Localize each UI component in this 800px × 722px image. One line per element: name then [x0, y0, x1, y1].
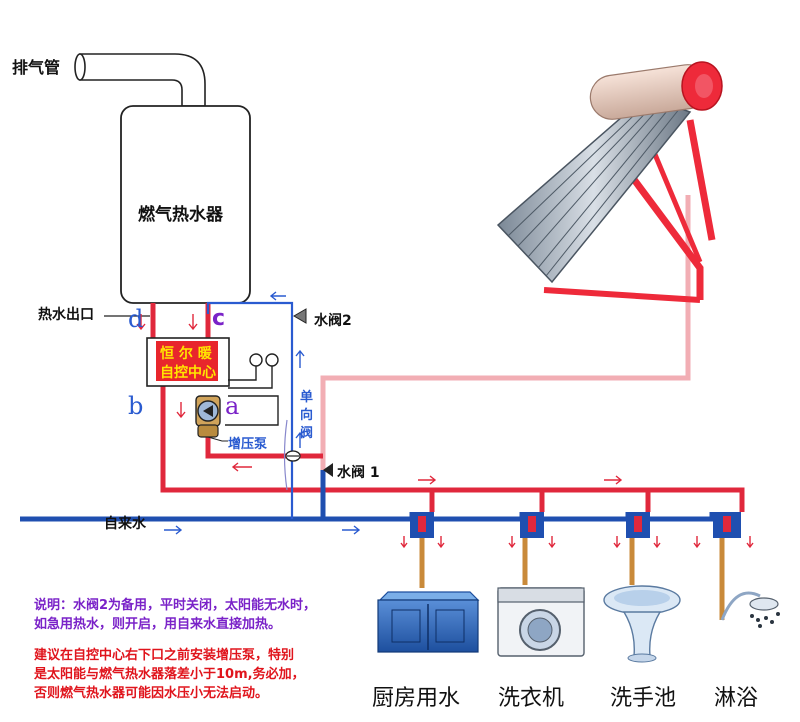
booster-pump [195, 395, 221, 438]
port-c-label: c [212, 306, 226, 331]
port-a-label: a [225, 392, 240, 420]
valve1-icon [323, 463, 333, 477]
booster-pump-label: 增压泵 [228, 437, 268, 452]
fixture-label-basin: 洗手池 [610, 686, 677, 711]
note-red-2: 是太阳能与燃气热水器落差小于10m,务必加， [34, 667, 305, 682]
wash-basin-image [603, 585, 681, 663]
exhaust-pipe [74, 53, 206, 107]
port-b-label: b [128, 392, 144, 420]
note-red-3: 否则燃气热水器可能因水压小无法启动。 [34, 686, 269, 701]
fixture-label-kitchen: 厨房用水 [372, 686, 461, 711]
exhaust-pipe-label: 排气管 [12, 58, 61, 77]
flow-arrows [136, 291, 754, 549]
valve2-bypass-pipe [206, 301, 294, 519]
note-red-1: 建议在自控中心右下口之前安装增压泵，特别 [34, 648, 295, 663]
one-way-valve-label-2: 向 [300, 408, 314, 423]
control-center-line1: 恒 尔 暖 [160, 346, 212, 362]
washing-machine-image [497, 587, 585, 657]
control-center-label-bg [156, 341, 218, 381]
fixture-supply-pipes [419, 538, 725, 620]
hot-water-outlet-label: 热水出口 [38, 307, 94, 323]
gas-heater-label: 燃气热水器 [138, 205, 223, 225]
tap-water-label: 自来水 [104, 516, 146, 532]
fixture-label-washing-machine: 洗衣机 [498, 686, 565, 711]
fixture-label-shower: 淋浴 [714, 686, 759, 711]
kitchen-sink-image [377, 591, 480, 653]
valve2-label: 水阀2 [314, 313, 352, 329]
hot-water-pipes [150, 303, 745, 512]
one-way-valve [283, 419, 301, 491]
solar-feed-pipe [320, 195, 691, 470]
fixture-fittings [410, 512, 741, 538]
control-center-line2: 自控中心 [160, 365, 216, 381]
valve2-icon [293, 308, 307, 324]
one-way-valve-label-1: 单 [300, 390, 314, 405]
one-way-valve-label-3: 阀 [300, 426, 314, 441]
shower-image [720, 591, 780, 628]
pressure-gauges [225, 353, 279, 426]
port-d-label: d [128, 305, 144, 333]
booster-pump-leader [207, 436, 228, 442]
note-purple-1: 说明：水阀2为备用，平时关闭，太阳能无水时， [34, 598, 317, 613]
note-purple-2: 如急用热水，则开启，用自来水直接加热。 [34, 617, 282, 632]
solar-water-heater-image [496, 61, 723, 303]
gas-water-heater [120, 105, 251, 304]
valve1-label: 水阀 1 [337, 465, 380, 481]
